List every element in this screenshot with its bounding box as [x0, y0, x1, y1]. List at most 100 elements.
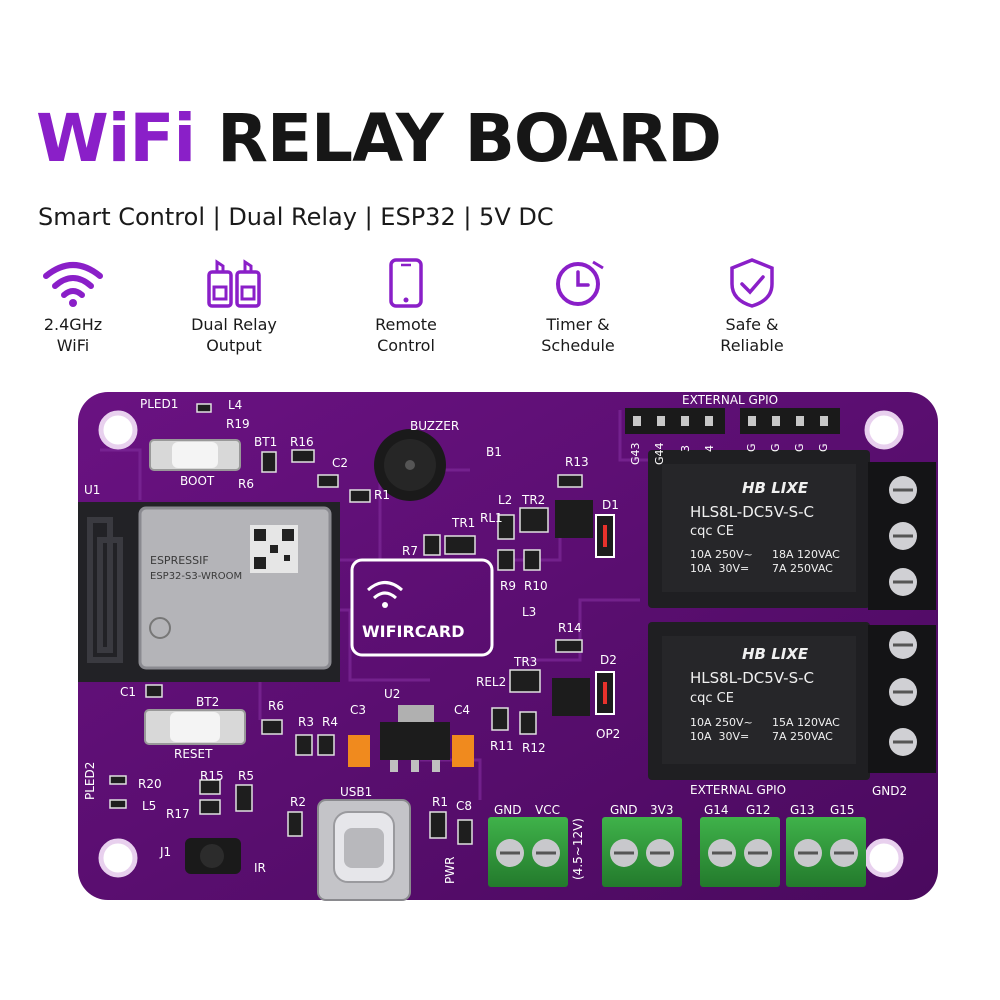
- relay-1-brand: HB LIXE: [742, 479, 809, 497]
- label-buzzer: BUZZER: [410, 419, 460, 433]
- label-r17: R17: [166, 807, 190, 821]
- terminal-block-power: [488, 817, 568, 887]
- page-title: WiFi RELAY BOARD: [36, 106, 722, 172]
- clock-icon: [556, 260, 604, 306]
- label-op2: OP2: [596, 727, 621, 741]
- label-external-gpio-top: EXTERNAL GPIO: [682, 393, 779, 407]
- wifi-icon: [43, 262, 103, 307]
- terminal-block-g14-g12: [700, 817, 780, 887]
- terminal-label: GND: [610, 803, 638, 817]
- label-rl1: RL1: [480, 511, 503, 525]
- label-tr1: TR1: [452, 516, 476, 530]
- terminal-block-3v3: [602, 817, 682, 887]
- label-r6: R6: [268, 699, 284, 713]
- gpio-pin-label: G: [745, 443, 758, 452]
- board-logo-text: WIFIRCARD: [362, 622, 465, 641]
- label-usb1: USB1: [340, 785, 373, 799]
- gpio-pin-label: 3: [679, 445, 692, 452]
- label-l4: L4: [228, 398, 243, 412]
- label-d2: D2: [600, 653, 617, 667]
- label-external-gpio-bottom: EXTERNAL GPIO: [690, 783, 787, 797]
- terminal-label: G14: [704, 803, 729, 817]
- usb-c-connector: [317, 799, 411, 901]
- buzzer: [374, 429, 446, 501]
- relay-1-rating-right: 18A 120VAC 7A 250VAC: [772, 548, 840, 575]
- label-r7: R7: [402, 544, 418, 558]
- label-r1-top: R1: [374, 488, 390, 502]
- label-r19: R19: [226, 417, 250, 431]
- capacitor-c4: [452, 735, 474, 767]
- smd-components: [109, 403, 583, 845]
- relay-2-terminal: [868, 625, 936, 773]
- label-tr2: TR2: [522, 493, 546, 507]
- label-j1: J1: [160, 845, 172, 859]
- feature-remote: Remote Control: [326, 258, 486, 356]
- optocoupler-2: [552, 678, 590, 716]
- label-gnd2: GND2: [872, 784, 908, 798]
- ir-receiver: [185, 838, 241, 874]
- shield-check-icon: [730, 258, 774, 308]
- feature-relay: Dual Relay Output: [154, 258, 314, 356]
- feature-safe: Safe & Reliable: [672, 258, 832, 356]
- smartphone-icon: [389, 258, 423, 308]
- feature-label: Safe & Reliable: [720, 315, 784, 355]
- label-d1: D1: [602, 498, 619, 512]
- terminal-label: 3V3: [650, 803, 674, 817]
- label-tr3: TR3: [514, 655, 538, 669]
- optocoupler-1: [555, 500, 593, 538]
- label-c8: C8: [456, 799, 473, 813]
- feature-label: Remote Control: [375, 315, 437, 355]
- gpio-header: [625, 408, 840, 434]
- esp32-module: [78, 502, 340, 682]
- label-l2: L2: [498, 493, 513, 507]
- label-c3: C3: [350, 703, 367, 717]
- relay-1-rating-left: 10A 250V~ 10A 30V=: [690, 548, 753, 575]
- label-l3: L3: [522, 605, 537, 619]
- label-bt1: BT1: [254, 435, 278, 449]
- terminal-label: G13: [790, 803, 815, 817]
- label-c2: C2: [332, 456, 349, 470]
- relay-2-brand: HB LIXE: [742, 645, 809, 663]
- label-reset: RESET: [174, 747, 213, 761]
- subtitle: Smart Control | Dual Relay | ESP32 | 5V …: [38, 203, 554, 231]
- relay-2-cert: cqc CE: [690, 691, 734, 706]
- label-c4: C4: [454, 703, 471, 717]
- label-r1: R1: [432, 795, 448, 809]
- feature-label: 2.4GHz WiFi: [43, 315, 103, 355]
- capacitor-c3: [348, 735, 370, 767]
- title-accent: WiFi: [36, 100, 196, 177]
- gpio-pin-label: 4: [703, 445, 716, 452]
- label-r2: R2: [290, 795, 306, 809]
- label-pled1: PLED1: [140, 397, 179, 411]
- relay-2: [648, 622, 870, 780]
- label-r13: R13: [565, 455, 589, 469]
- feature-label: Timer & Schedule: [541, 315, 615, 355]
- label-l5: L5: [142, 799, 157, 813]
- terminal-block-g13-g15: [786, 817, 866, 887]
- label-b1: B1: [486, 445, 502, 459]
- terminal-label: VCC: [535, 803, 560, 817]
- label-r3: R3: [298, 715, 314, 729]
- module-model: ESP32-S3-WROOM: [150, 571, 243, 582]
- relay-1-model: HLS8L-DC5V-S-C: [690, 503, 814, 521]
- boot-button-body: [149, 439, 241, 471]
- label-r16: R16: [290, 435, 314, 449]
- label-r4: R4: [322, 715, 338, 729]
- gpio-pin-label: G: [769, 443, 782, 452]
- gpio-pin-label: G44: [653, 442, 666, 465]
- gpio-pin-label: G43: [629, 442, 642, 465]
- label-u1: U1: [84, 483, 101, 497]
- label-bt2: BT2: [196, 695, 220, 709]
- label-r11: R11: [490, 739, 514, 753]
- relay-2-rating-left: 10A 250V~ 10A 30V=: [690, 716, 753, 743]
- relay-2-rating-right: 15A 120VAC 7A 250VAC: [772, 716, 840, 743]
- feature-label: Dual Relay Output: [191, 315, 277, 355]
- label-u2: U2: [384, 687, 401, 701]
- logo-box: [350, 558, 494, 657]
- label-r6-top: R6: [238, 477, 254, 491]
- label-boot: BOOT: [180, 474, 215, 488]
- gpio-pin-label: G: [817, 443, 830, 452]
- logo-wifi-icon: [367, 581, 403, 600]
- label-r5: R5: [238, 769, 254, 783]
